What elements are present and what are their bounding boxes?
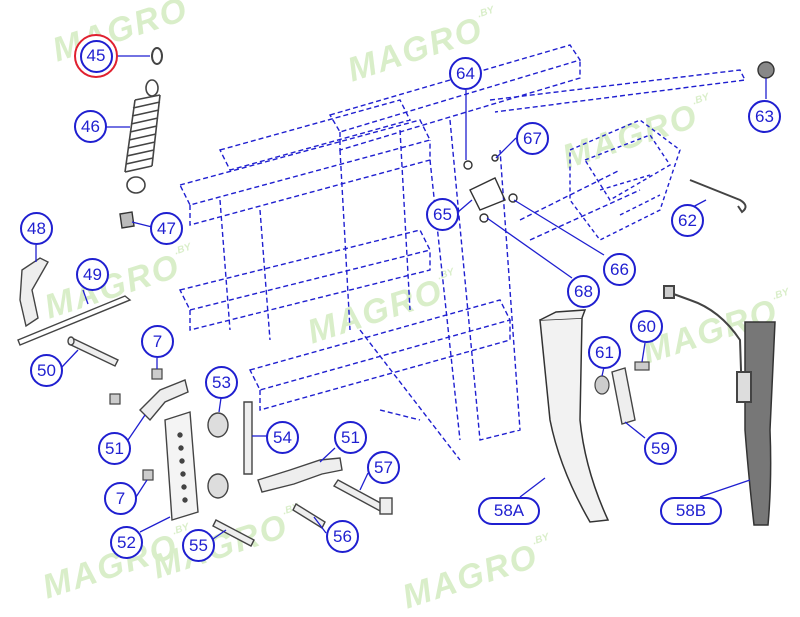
callout-57[interactable]: 57 <box>367 451 400 484</box>
callout-7-upper[interactable]: 7 <box>141 325 174 358</box>
part-59-bracket-drawing <box>611 367 636 425</box>
callout-58b[interactable]: 58B <box>660 497 722 525</box>
part-62-rod-drawing <box>689 179 747 214</box>
callout-49[interactable]: 49 <box>76 258 109 291</box>
callout-54[interactable]: 54 <box>266 421 299 454</box>
callout-47[interactable]: 47 <box>150 212 183 245</box>
callout-45-label: 45 <box>79 39 113 73</box>
part-63-nut-drawing <box>757 61 775 79</box>
callout-53[interactable]: 53 <box>205 366 238 399</box>
part-58b-shank-drawing <box>744 321 776 526</box>
exploded-parts-diagram <box>17 44 776 547</box>
callout-50[interactable]: 50 <box>30 354 63 387</box>
callout-66[interactable]: 66 <box>603 253 636 286</box>
part-49-wire-drawing <box>17 295 132 346</box>
callout-61[interactable]: 61 <box>588 336 621 369</box>
callout-68[interactable]: 68 <box>567 275 600 308</box>
callout-62[interactable]: 62 <box>671 204 704 237</box>
callout-48[interactable]: 48 <box>20 212 53 245</box>
part-50-pin-drawing <box>67 336 119 367</box>
callout-58a[interactable]: 58A <box>478 497 540 525</box>
part-54-bar-drawing <box>243 401 253 475</box>
main-frame-drawing <box>178 44 747 461</box>
bracket-65-drawing <box>463 154 518 223</box>
callout-63[interactable]: 63 <box>748 100 781 133</box>
part-7-nuts-drawing <box>109 368 163 481</box>
callout-52[interactable]: 52 <box>110 526 143 559</box>
part-47-clip-drawing <box>119 211 135 229</box>
callout-55[interactable]: 55 <box>182 529 215 562</box>
callout-65[interactable]: 65 <box>426 198 459 231</box>
part-46-spring-drawing <box>124 79 161 194</box>
callout-56[interactable]: 56 <box>326 520 359 553</box>
part-45-ring-drawing <box>151 47 163 65</box>
callout-45-selected[interactable]: 45 <box>74 34 118 78</box>
part-48-latch-drawing <box>19 257 49 328</box>
part-58b-hose-drawing <box>663 285 752 403</box>
part-58a-shank-drawing <box>539 309 610 523</box>
callout-64[interactable]: 64 <box>449 57 482 90</box>
bolts-drawing <box>212 479 393 547</box>
part-53-bushings-drawing <box>207 412 229 499</box>
callout-51-right[interactable]: 51 <box>334 421 367 454</box>
callout-7-lower[interactable]: 7 <box>104 482 137 515</box>
part-51-plates-drawing <box>139 379 343 493</box>
leader-lines <box>35 55 767 540</box>
callout-46[interactable]: 46 <box>74 110 107 143</box>
callout-51-left[interactable]: 51 <box>98 432 131 465</box>
rear-assembly-drawing <box>569 119 681 241</box>
part-52-plate-drawing <box>164 411 199 521</box>
callout-60[interactable]: 60 <box>630 310 663 343</box>
callout-67[interactable]: 67 <box>516 122 549 155</box>
callout-59[interactable]: 59 <box>644 432 677 465</box>
